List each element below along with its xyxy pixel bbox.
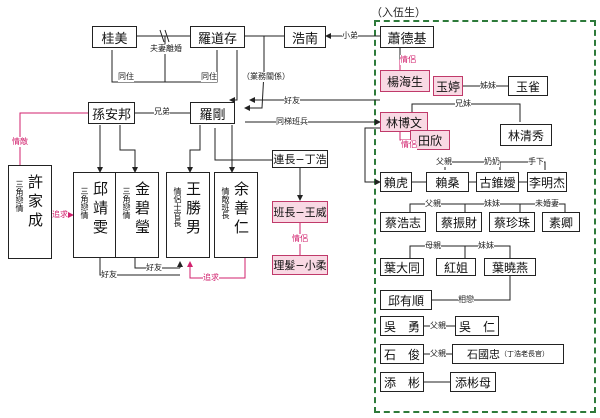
- jinbiying-name: 金碧瑩: [133, 181, 151, 238]
- node-qiuqingwen: 邱靖雯 三角戀情: [73, 172, 117, 258]
- node-jinbiying: 金碧瑩 三角戀情: [115, 172, 159, 258]
- node-gujiyuan: 古錐嬡: [476, 172, 519, 192]
- recruit-group-frame: [374, 20, 596, 413]
- yushanren-note: 情敵班長: [221, 187, 230, 219]
- node-wuren: 吳 仁: [455, 316, 499, 336]
- divorce-slash-2: [164, 29, 170, 43]
- node-guimei: 桂美: [92, 26, 137, 48]
- node-liyi: 理髮−小柔: [272, 255, 328, 275]
- shiguozhong-name: 石國忠: [467, 348, 500, 361]
- label-qingdi: 情敵: [12, 137, 28, 147]
- node-linqingxiu: 林清秀: [500, 124, 552, 146]
- xujiacheng-name: 許家成: [26, 174, 44, 231]
- recruit-group-title: （入伍生）: [371, 6, 426, 19]
- label-haoyou-bottom-mid: 好友: [146, 263, 162, 273]
- label-jiemei: 姊妹: [480, 81, 496, 91]
- node-shiguozhong: 石國忠 （丁浩老長官）: [452, 344, 564, 364]
- node-wangshengnan: 王勝男 情侶士官長: [166, 172, 210, 258]
- node-haonan: 浩南: [284, 26, 326, 48]
- node-sunanbang: 孫安邦: [88, 102, 135, 124]
- node-banzhang: 班長−王威: [272, 201, 328, 223]
- label-meimei-cai: 妹妹: [484, 199, 500, 209]
- node-qiuyoushun: 邱有順: [380, 290, 432, 310]
- node-yanghaisheng: 楊海生: [380, 70, 430, 92]
- node-wuyong: 吳 勇: [380, 316, 424, 336]
- node-laihu: 賴虎: [380, 172, 412, 192]
- xujiacheng-note: 三角戀情: [15, 180, 24, 212]
- node-tianbinmu: 添彬母: [450, 372, 496, 392]
- node-caizhencai: 蔡振財: [436, 212, 482, 232]
- node-shijun: 石 俊: [380, 344, 424, 364]
- label-tongti: 同梯班兵: [276, 117, 308, 127]
- node-linbowen: 林博文: [380, 112, 428, 132]
- label-meimei-ye: 妹妹: [478, 241, 494, 251]
- qiuqingwen-note: 三角戀情: [80, 187, 89, 219]
- label-fuqin-cai: 父親: [425, 199, 441, 209]
- label-tongzhu-left: 同住: [118, 72, 134, 82]
- node-limingjie: 李明杰: [527, 172, 567, 192]
- label-zhuiqiu-left: 追求: [52, 210, 68, 220]
- node-suqing: 素卿: [542, 212, 580, 232]
- label-tongzhu-right: 同住: [201, 72, 217, 82]
- node-caizhenzhu: 蔡珍珠: [489, 212, 535, 232]
- wangshengnan-name: 王勝男: [184, 181, 202, 238]
- wangshengnan-note: 情侶士官長: [173, 187, 182, 227]
- label-shouxia: 手下: [528, 157, 544, 167]
- node-caihaozhi: 蔡浩志: [380, 212, 426, 232]
- node-hongjie: 紅姐: [436, 258, 476, 276]
- qiuqingwen-name: 邱靖雯: [91, 181, 109, 238]
- node-tianbin: 添 彬: [380, 372, 424, 392]
- label-divorce: 夫妻離婚: [150, 44, 182, 54]
- label-zhuiqiu-right: 追求: [203, 273, 219, 283]
- label-haoyou-bottom-left: 好友: [101, 270, 117, 280]
- label-xiongdi: 兄弟: [154, 107, 170, 117]
- node-luodaocun: 羅道存: [190, 26, 245, 48]
- node-yedatong: 葉大同: [380, 258, 424, 276]
- label-fuqin-shi: 父親: [430, 349, 446, 359]
- node-xiaodeji: 蕭德基: [380, 26, 434, 48]
- yushanren-name: 余善仁: [232, 181, 250, 238]
- label-xiongmei: 兄妹: [455, 99, 471, 109]
- shiguozhong-note: （丁浩老長官）: [500, 350, 549, 358]
- label-qinglv-yang: 情侶: [400, 55, 416, 65]
- node-lianzhang: 連長−丁浩: [272, 150, 328, 168]
- label-qinglv-lin: 情侶: [401, 140, 417, 150]
- label-yewu: （業務關係）: [242, 72, 290, 82]
- label-fuqin-wu: 父親: [430, 321, 446, 331]
- label-weihunqi: 未婚妻: [535, 199, 559, 209]
- node-xujiacheng: 許家成 三角戀情: [8, 165, 52, 259]
- node-luogang: 羅剛: [190, 102, 235, 124]
- label-haoyou-top: 好友: [284, 96, 300, 106]
- label-qinglv-banzhang: 情侶: [292, 234, 308, 244]
- label-xianglian: 相戀: [458, 295, 474, 305]
- node-yuting: 玉婷: [433, 76, 463, 96]
- jinbiying-note: 三角戀情: [122, 187, 131, 219]
- node-yexiaoyan: 葉曉燕: [484, 258, 536, 276]
- label-naima: 奶奶: [484, 157, 500, 167]
- label-muqin: 母親: [425, 241, 441, 251]
- divorce-slash-1: [159, 29, 165, 43]
- node-yuque: 玉雀: [508, 76, 548, 96]
- node-yushanren: 余善仁 情敵班長: [214, 172, 258, 258]
- label-xiaodi: 小弟: [342, 31, 358, 41]
- node-laisang: 賴桑: [426, 172, 469, 192]
- node-tianxin: 田欣: [410, 130, 450, 150]
- label-fuqin-lai: 父親: [436, 157, 452, 167]
